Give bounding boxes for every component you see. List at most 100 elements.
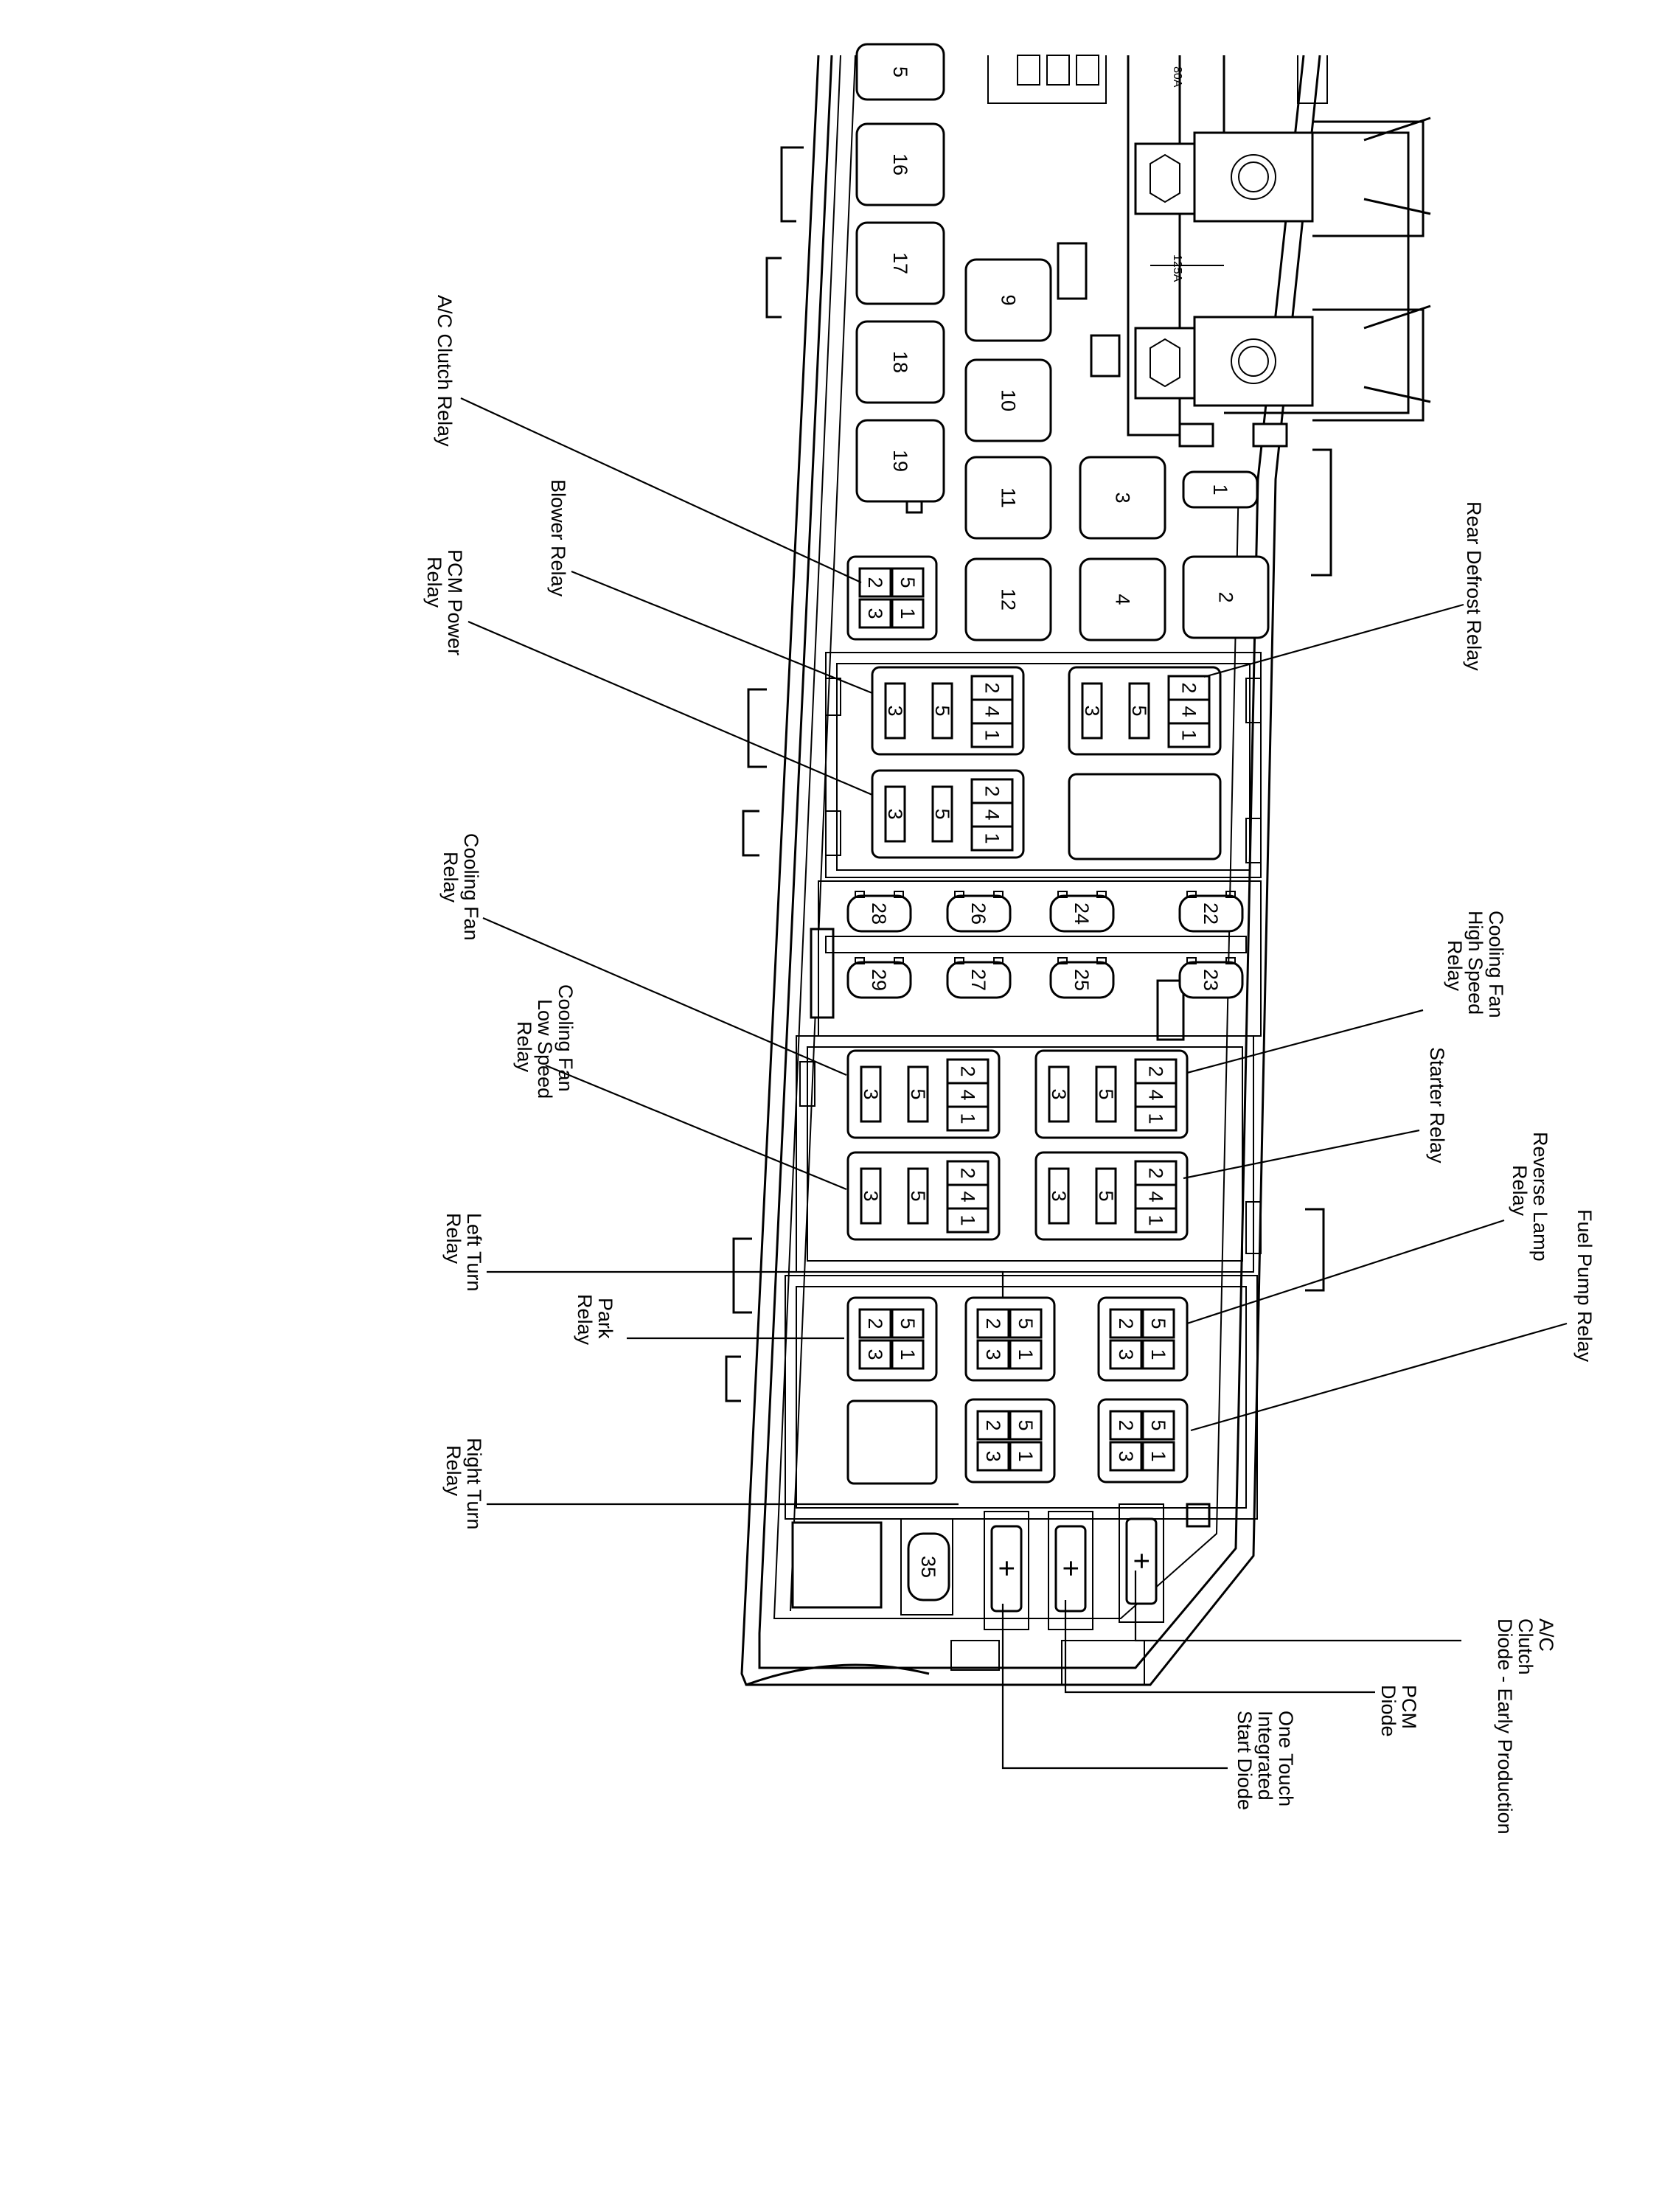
- relay-pin-label: 2: [1145, 1065, 1167, 1077]
- relay-pin-label: 2: [1145, 1167, 1167, 1178]
- relay-pin-label: 4: [1178, 706, 1200, 717]
- relay-pin-label: 2: [1115, 1419, 1137, 1430]
- leader-pcm-power-relay: [467, 620, 873, 796]
- relay-pin-label: 5: [897, 1318, 919, 1329]
- relay-pin-label: 1: [897, 1349, 919, 1360]
- mini-fuse-label: 35: [917, 1556, 939, 1578]
- relay-pin-label: 3: [884, 705, 906, 716]
- callout-starter-relay: Starter Relay: [1426, 1047, 1448, 1164]
- callout-park-relay: ParkRelay: [574, 1294, 616, 1346]
- relay-pin-label: 1: [897, 608, 919, 619]
- maxi-fuse-label: 17: [889, 252, 911, 274]
- mini-fuse-label: 26: [967, 902, 990, 925]
- callout-left-turn-relay: Left TurnRelay: [442, 1213, 485, 1292]
- relay-pin-label: 2: [1115, 1318, 1137, 1329]
- relay-pin-label: 3: [1081, 705, 1103, 716]
- mega-fuse-80a-label: 80A: [1171, 66, 1183, 88]
- diode-symbol: +: [1125, 1552, 1158, 1569]
- maxi-fuse: 5: [855, 43, 945, 101]
- relay-pin-label: 2: [981, 682, 1004, 693]
- maxi-fuse-label: 1: [1209, 484, 1231, 495]
- diode-symbol: +: [990, 1559, 1023, 1576]
- relay-pin-label: 5: [931, 705, 953, 716]
- leader-cooling-fan-relay: [482, 917, 847, 1077]
- relay-pin-label: 4: [1145, 1191, 1167, 1202]
- blower-relay: 2 4 1 3 5: [871, 666, 1025, 756]
- ac-clutch-diode: +: [1119, 1503, 1164, 1623]
- leader-cooling-fan-high-speed-relay: [1186, 1009, 1424, 1074]
- mega-fuse-125a-label: 125A: [1171, 254, 1183, 282]
- leader-ac-clutch-diode: [1134, 1571, 1461, 1642]
- callout-labels: A/C Clutch Relay Blower Relay PCM PowerR…: [423, 295, 1596, 1834]
- relay-pin-label: 3: [860, 1088, 882, 1099]
- relay-pin-label: 5: [1128, 705, 1150, 716]
- relay-pin-label: 4: [957, 1089, 979, 1100]
- relay-pin-label: 5: [1147, 1419, 1169, 1430]
- maxi-fuse-label: 18: [889, 351, 911, 373]
- maxi-fuse: 10: [964, 358, 1052, 442]
- maxi-fuse-label: 19: [889, 450, 911, 472]
- mini-fuse: 26: [946, 891, 1012, 933]
- mini-fuse: 27: [946, 957, 1012, 999]
- callout-pcm-diode: PCMDiode: [1377, 1685, 1420, 1737]
- maxi-fuse: 9: [964, 258, 1052, 342]
- relay-pin-label: 2: [864, 577, 886, 588]
- relay-pin-label: 2: [957, 1065, 979, 1077]
- mini-fuse-label: 23: [1200, 969, 1222, 991]
- maxi-fuse-label: 3: [1112, 492, 1134, 503]
- maxi-fuse: 11: [964, 456, 1052, 540]
- relay-pin-label: 4: [957, 1191, 979, 1202]
- relay-pin-label: 5: [1095, 1190, 1117, 1201]
- callout-reverse-lamp-relay: Reverse LampRelay: [1509, 1132, 1551, 1262]
- relay-pin-label: 5: [931, 808, 953, 819]
- callout-rear-defrost-relay: Rear Defrost Relay: [1463, 501, 1485, 671]
- leader-blower-relay: [571, 570, 873, 695]
- relay-pin-label: 1: [957, 1214, 979, 1225]
- leader-ac-clutch-relay: [460, 397, 862, 583]
- relay-pin-label: 1: [981, 832, 1004, 844]
- maxi-fuse: 19: [855, 419, 945, 503]
- mini-fuse-label: 24: [1071, 902, 1093, 925]
- diode-group: + + +: [984, 1503, 1164, 1630]
- maxi-fuse: 16: [855, 122, 945, 206]
- relay-pin-label: 3: [1048, 1190, 1070, 1201]
- mini-fuse: 25: [1049, 957, 1115, 999]
- callout-pcm-power-relay: PCM PowerRelay: [423, 549, 466, 655]
- callout-ac-clutch-diode: A/CClutchDiode - Early Production: [1494, 1618, 1557, 1834]
- relay-pin-label: 4: [981, 706, 1004, 717]
- mini-fuse-label: 27: [967, 969, 990, 991]
- empty-relay-slot: [1068, 773, 1222, 860]
- maxi-fuse: 18: [855, 320, 945, 404]
- leader-starter-relay: [1183, 1129, 1420, 1180]
- empty-relay-slot: [846, 1399, 938, 1485]
- relay-pin-label: 3: [884, 808, 906, 819]
- one-touch-start-diode: +: [984, 1511, 1029, 1630]
- maxi-fuse: 17: [855, 221, 945, 305]
- relay-pin-label: 4: [1145, 1089, 1167, 1100]
- mega-fuse-group: 80A 125A: [1171, 66, 1183, 282]
- relay-pin-label: 2: [981, 785, 1004, 796]
- mini-fuse-35: 35: [900, 1518, 953, 1615]
- mini-fuse-label: 25: [1071, 969, 1093, 991]
- relay-pin-label: 3: [864, 608, 886, 619]
- maxi-fuse-label: 10: [998, 389, 1020, 411]
- relay-pin-label: 4: [981, 809, 1004, 820]
- diode-symbol: +: [1054, 1559, 1087, 1576]
- leader-lines: [460, 397, 1568, 1770]
- relay-pin-label: 1: [1015, 1349, 1037, 1360]
- pcm-diode: +: [1048, 1511, 1093, 1630]
- relay-pin-label: 2: [982, 1318, 1004, 1329]
- relay-pin-label: 3: [982, 1349, 1004, 1360]
- callout-one-touch-start-diode: One TouchIntegratedStart Diode: [1234, 1711, 1297, 1810]
- mini-fuse-label: 22: [1200, 902, 1222, 925]
- relay-pin-label: 1: [981, 729, 1004, 740]
- maxi-fuse-label: 2: [1215, 591, 1237, 602]
